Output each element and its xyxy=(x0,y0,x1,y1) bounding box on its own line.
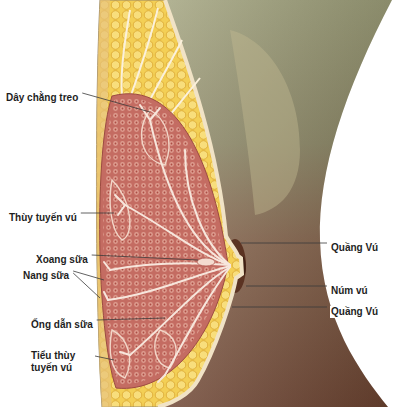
label-holder: Xoang sữa xyxy=(35,249,89,267)
part-label: Ống dẫn sữa xyxy=(30,319,94,331)
part-label: Dây chằng treo xyxy=(5,92,79,104)
leader-line xyxy=(241,243,327,244)
fat-tissue xyxy=(96,0,242,407)
leader-line xyxy=(92,255,198,260)
label-holder: Núm vú xyxy=(330,280,369,298)
milk-sinus xyxy=(197,258,215,266)
leader-line xyxy=(73,271,104,280)
leader-line xyxy=(81,213,114,214)
part-label: Quầng Vú xyxy=(330,242,379,254)
part-label: Xoang sữa xyxy=(35,254,89,266)
leader-line xyxy=(95,356,114,360)
part-label: Quầng Vú xyxy=(330,306,379,318)
label-holder: Tiểu thùy tuyến vú xyxy=(30,350,92,375)
part-label: Tiểu thùy tuyến vú xyxy=(30,350,92,374)
gland-lobules xyxy=(103,98,224,384)
label-holder: Thùy tuyến vú xyxy=(8,207,78,225)
skin-highlight xyxy=(230,30,300,215)
label-holder: Nang sữa xyxy=(22,265,70,283)
leader-line xyxy=(97,318,165,320)
leader-lines xyxy=(73,93,327,360)
leader-line xyxy=(82,93,150,112)
label-holder: Ống dẫn sữa xyxy=(30,314,94,332)
label-holder: Quầng Vú xyxy=(330,237,379,255)
part-label: Thùy tuyến vú xyxy=(8,212,78,224)
label-holder: Dây chằng treo xyxy=(5,87,79,105)
milk-duct xyxy=(104,105,230,382)
leader-line xyxy=(246,286,327,287)
leader-line xyxy=(73,273,100,298)
part-label: Núm vú xyxy=(330,285,369,297)
part-label: Nang sữa xyxy=(22,270,70,282)
label-holder: Quầng Vú xyxy=(330,301,379,319)
leader-line xyxy=(232,307,327,308)
lobe-outline xyxy=(110,110,176,378)
